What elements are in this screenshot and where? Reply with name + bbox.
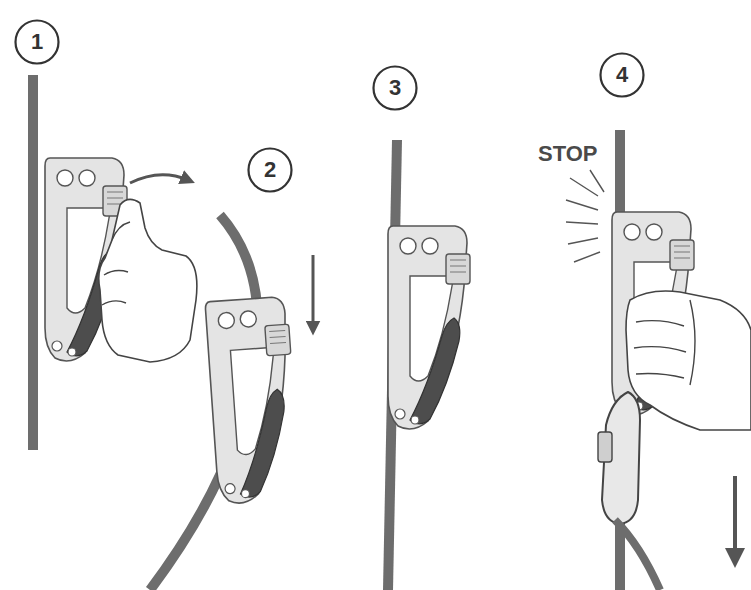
step-number: 1 xyxy=(31,31,43,53)
step-number-circle: 2 xyxy=(247,147,293,193)
step-number-circle: 1 xyxy=(14,19,60,65)
circle-outline xyxy=(249,149,292,192)
circle-outline xyxy=(374,67,417,110)
step-number: 2 xyxy=(264,159,276,181)
warning-label: STOP xyxy=(538,143,598,165)
step-number: 4 xyxy=(616,64,628,86)
circle-outline xyxy=(16,21,59,64)
step-number-circle: 3 xyxy=(372,65,418,111)
step-number: 3 xyxy=(389,77,401,99)
circle-outline xyxy=(601,54,644,97)
step-number-circle: 4 xyxy=(599,52,645,98)
